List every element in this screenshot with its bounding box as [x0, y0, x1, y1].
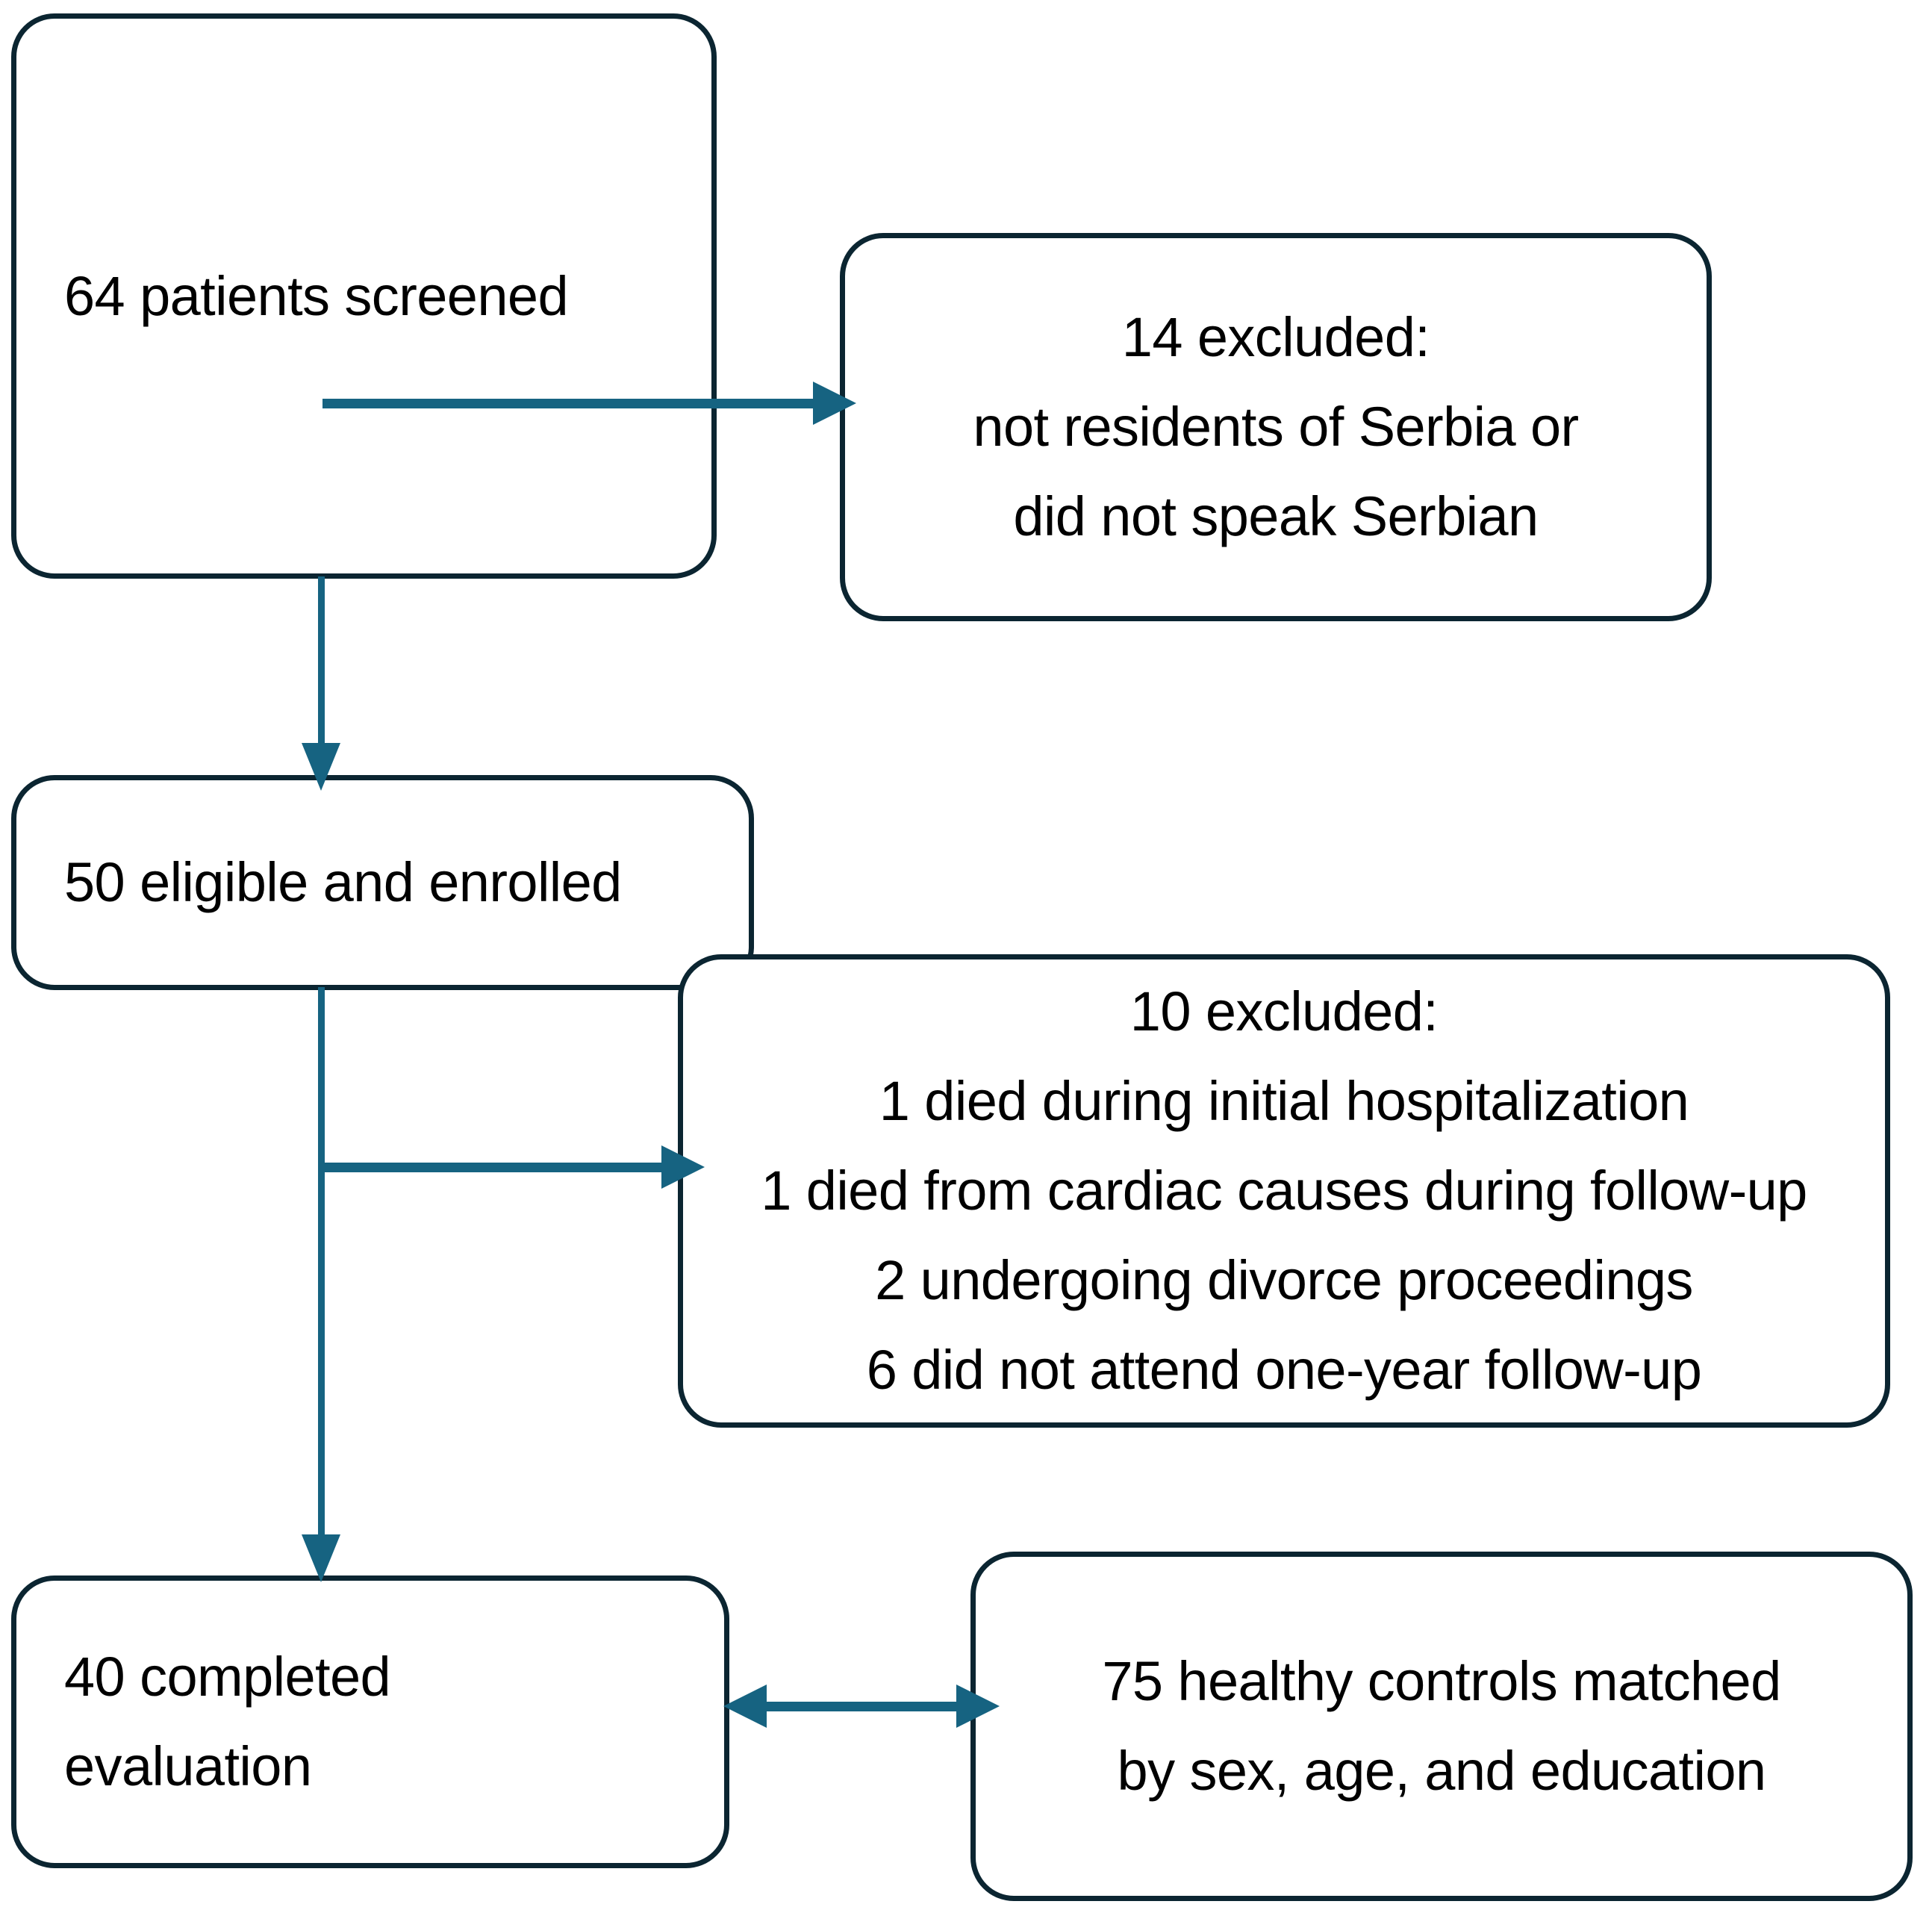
node-line: 2 undergoing divorce proceedings — [875, 1248, 1693, 1311]
node-line: did not speak Serbian — [1013, 485, 1539, 547]
node-line: 1 died from cardiac causes during follow… — [761, 1160, 1807, 1222]
node-excluded-followup: 10 excluded: 1 died during initial hospi… — [678, 954, 1890, 1428]
node-completed-evaluation: 40 completed evaluation — [11, 1575, 729, 1868]
node-line: 1 died during initial hospitalization — [879, 1070, 1689, 1133]
connector-enrolled-to-completed-line — [318, 987, 325, 1541]
node-line: evaluation — [64, 1735, 312, 1797]
node-line: 40 completed — [64, 1646, 391, 1708]
arrowhead-right-icon — [813, 382, 856, 425]
node-line: 64 patients screened — [64, 264, 569, 327]
node-excluded-screening: 14 excluded: not residents of Serbia or … — [840, 233, 1712, 621]
arrowhead-down-icon — [302, 743, 340, 791]
connector-enrolled-to-excluded-line — [322, 1163, 664, 1172]
arrowhead-left-icon — [723, 1685, 767, 1728]
connector-screened-to-enrolled-line — [318, 576, 325, 748]
node-line: by sex, age, and education — [1117, 1740, 1767, 1802]
node-line: not residents of Serbia or — [973, 396, 1579, 458]
node-healthy-controls: 75 healthy controls matched by sex, age,… — [970, 1552, 1913, 1901]
node-line: 10 excluded: — [1129, 980, 1439, 1043]
arrowhead-down-icon — [302, 1534, 340, 1582]
arrowhead-right-icon — [956, 1685, 1000, 1728]
connector-screened-to-excluded-line — [322, 399, 815, 408]
node-line: 14 excluded: — [1121, 306, 1430, 369]
node-eligible-and-enrolled: 50 eligible and enrolled — [11, 775, 754, 990]
node-patients-screened: 64 patients screened — [11, 13, 717, 579]
node-line: 50 eligible and enrolled — [64, 851, 622, 914]
connector-completed-to-controls-line — [750, 1702, 958, 1711]
node-line: 6 did not attend one-year follow-up — [866, 1338, 1702, 1401]
arrowhead-right-icon — [661, 1145, 705, 1189]
node-line: 75 healthy controls matched — [1102, 1650, 1781, 1713]
